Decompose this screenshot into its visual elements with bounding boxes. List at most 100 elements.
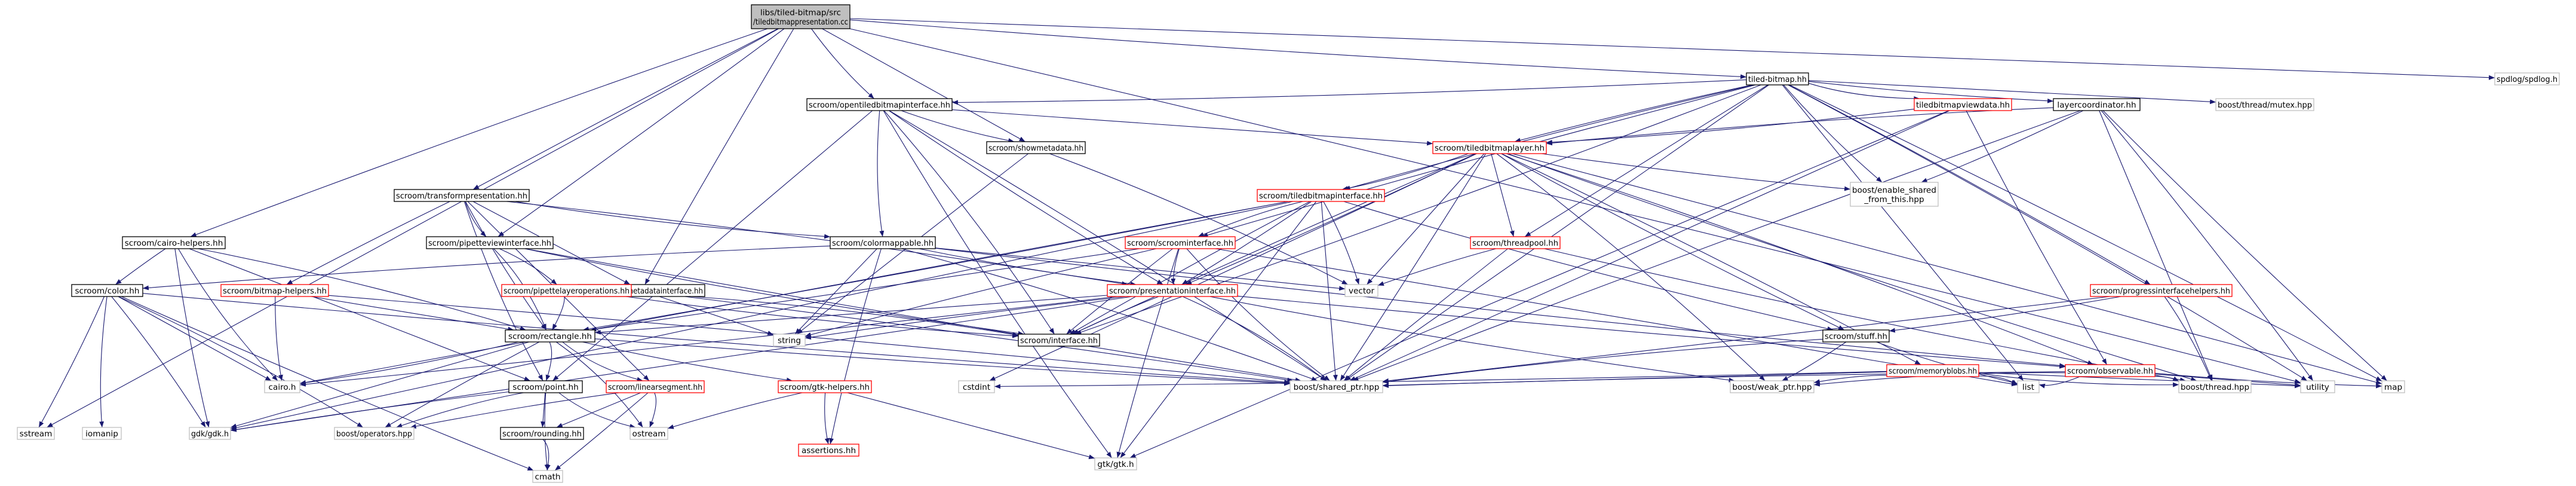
edge-root-to-utility (849, 28, 2301, 384)
node-box (1257, 189, 1385, 202)
node-progress[interactable]: scroom/progressinterfacehelpers.hh (2090, 284, 2233, 297)
node-box (751, 4, 851, 29)
edge-bitmaphelpers-to-cairo (275, 296, 283, 381)
node-observable[interactable]: scroom/observable.hh (2065, 364, 2156, 377)
edge-tiledbitmap-to-tbviewdata (1808, 82, 1920, 101)
edge-threadpool-to-vector (1377, 248, 1496, 286)
node-list: list (2017, 380, 2040, 393)
node-vector: vector (1344, 284, 1378, 297)
edge-observable-to-utility (2154, 374, 2301, 387)
node-label: scroom/progressinterfacehelpers.hh (2092, 286, 2230, 296)
node-box (1886, 364, 1979, 377)
node-tblayer[interactable]: scroom/tiledbitmaplayer.hh (1432, 141, 1547, 154)
node-assertions[interactable]: assertions.hh (798, 444, 859, 457)
edge-presentation-to-weakptr (1209, 296, 1735, 383)
node-rounding[interactable]: scroom/rounding.hh (500, 427, 584, 440)
node-colormappable[interactable]: scroom/colormappable.hh (830, 236, 936, 249)
node-color[interactable]: scroom/color.hh (71, 284, 143, 297)
edge-root-to-transformpres (472, 28, 778, 190)
node-interface[interactable]: scroom/interface.hh (1018, 334, 1100, 347)
edge-gtkhelpers-to-gtk (847, 392, 1095, 459)
node-opentiled[interactable]: scroom/opentiledbitmapinterface.hh (806, 98, 953, 111)
edge-rectangle-to-sharedptr (594, 338, 1291, 386)
node-label: gdk/gdk.h (191, 429, 229, 439)
edge-tblayer-to-presentation (1185, 153, 1477, 285)
edge-stuff-to-weakptr (1782, 341, 1847, 381)
node-pipette[interactable]: scroom/pipetteviewinterface.hh (426, 236, 554, 249)
edge-progress-to-boostthread (2164, 296, 2212, 381)
node-layercoord[interactable]: layercoordinator.hh (2053, 98, 2141, 111)
edge-threadpool-to-boostthread (1544, 248, 2186, 383)
edge-color-to-operators (118, 296, 364, 428)
node-box (2017, 380, 2040, 393)
node-showmeta[interactable]: scroom/showmetadata.hh (986, 141, 1086, 154)
node-box (606, 380, 705, 393)
node-layer: libs/tiled-bitmap/src/tiledbitmappresent… (17, 4, 2560, 483)
node-box (122, 236, 226, 249)
edge-linearsegment-to-cmath (554, 392, 649, 471)
node-root[interactable]: libs/tiled-bitmap/src/tiledbitmappresent… (751, 4, 851, 29)
node-tbviewdata[interactable]: tiledbitmapviewdata.hh (1914, 98, 2012, 111)
node-label: scroom/interface.hh (1020, 336, 1098, 346)
node-scroominterface[interactable]: scroom/scroominterface.hh (1125, 236, 1236, 249)
edge-layercoord-to-map (2102, 110, 2387, 381)
node-label: _from_this.hpp (1863, 195, 1924, 204)
edge-tbinterface-to-interface (1069, 201, 1310, 335)
node-label: sstream (20, 429, 53, 439)
edge-gtkhelpers-to-ostream (667, 392, 803, 429)
node-box (532, 470, 563, 483)
node-tiledbitmap[interactable]: tiled-bitmap.hh (1746, 72, 1809, 85)
node-transformpres[interactable]: scroom/transformpresentation.hh (394, 189, 530, 202)
node-bitmaphelpers[interactable]: scroom/bitmap-helpers.hh (220, 284, 329, 297)
node-pipetteops[interactable]: scroom/pipettelayeroperations.hh (501, 284, 632, 297)
edge-colormappable-to-observable (935, 247, 2066, 368)
node-tbinterface[interactable]: scroom/tiledbitmapinterface.hh (1257, 189, 1385, 202)
edge-tiledbitmap-to-list (1782, 84, 2024, 381)
node-rectangle[interactable]: scroom/rectangle.hh (505, 329, 595, 343)
node-box (1289, 380, 1383, 393)
node-label: cstdint (963, 383, 990, 392)
node-sstream: sstream (17, 427, 55, 440)
node-cairohelpers[interactable]: scroom/cairo-helpers.hh (122, 236, 226, 249)
node-memoryblobs[interactable]: scroom/memoryblobs.hh (1886, 364, 1979, 377)
node-box (82, 427, 122, 440)
node-linearsegment[interactable]: scroom/linearsegment.hh (606, 380, 705, 393)
edge-scroominterface-to-sharedptr (1186, 248, 1330, 381)
node-threadpool[interactable]: scroom/threadpool.hh (1470, 236, 1561, 249)
node-gtkhelpers[interactable]: scroom/gtk-helpers.hh (778, 380, 872, 393)
node-label: map (2384, 383, 2402, 392)
node-stuff[interactable]: scroom/stuff.hh (1822, 329, 1890, 343)
edge-opentiled-to-point (552, 110, 873, 381)
edge-cairohelpers-to-cairo (178, 248, 278, 381)
edge-opentiled-to-interface (883, 110, 1055, 335)
node-box (1914, 98, 2012, 111)
node-label: scroom/gtk-helpers.hh (780, 383, 870, 392)
node-label: vector (1349, 286, 1375, 296)
edge-transformpres-to-bitmaphelpers (286, 201, 450, 285)
edge-pipetteops-to-rectangle (552, 296, 565, 331)
edge-color-to-iomanip (99, 296, 108, 428)
node-box (2178, 380, 2252, 393)
edge-cairohelpers-to-rectangle (198, 248, 526, 331)
edge-colormappable-to-presentation (919, 248, 1137, 286)
node-label: scroom/showmetadata.hh (988, 143, 1083, 153)
edge-opentiled-to-gtk (883, 110, 1112, 459)
edge-point-to-ostream (558, 392, 636, 429)
node-label: scroom/transformpresentation.hh (396, 191, 527, 201)
edge-tiledbitmap-to-mutex (1808, 80, 2216, 105)
edge-cairohelpers-to-color (115, 248, 166, 285)
node-cairo: cairo.h (264, 380, 300, 393)
edge-pipetteops-to-interface (625, 296, 1019, 338)
node-point[interactable]: scroom/point.hh (508, 380, 583, 393)
node-box (773, 334, 806, 347)
edge-tbviewdata-to-sharedptr (1349, 110, 1950, 381)
node-label: layercoordinator.hh (2057, 100, 2136, 110)
node-presentation[interactable]: scroom/presentationinterface.hh (1107, 284, 1238, 297)
node-label: /tiledbitmappresentation.cc (753, 17, 848, 27)
edge-presentation-to-sharedptr (1182, 296, 1327, 381)
node-label: scroom/linearsegment.hh (608, 383, 702, 392)
edge-memoryblobs-to-weakptr (1813, 375, 1887, 384)
edge-tblayer-to-map (1512, 153, 2382, 385)
edge-rectangle-to-cairo (299, 341, 519, 386)
edge-cairohelpers-to-point (189, 248, 530, 381)
